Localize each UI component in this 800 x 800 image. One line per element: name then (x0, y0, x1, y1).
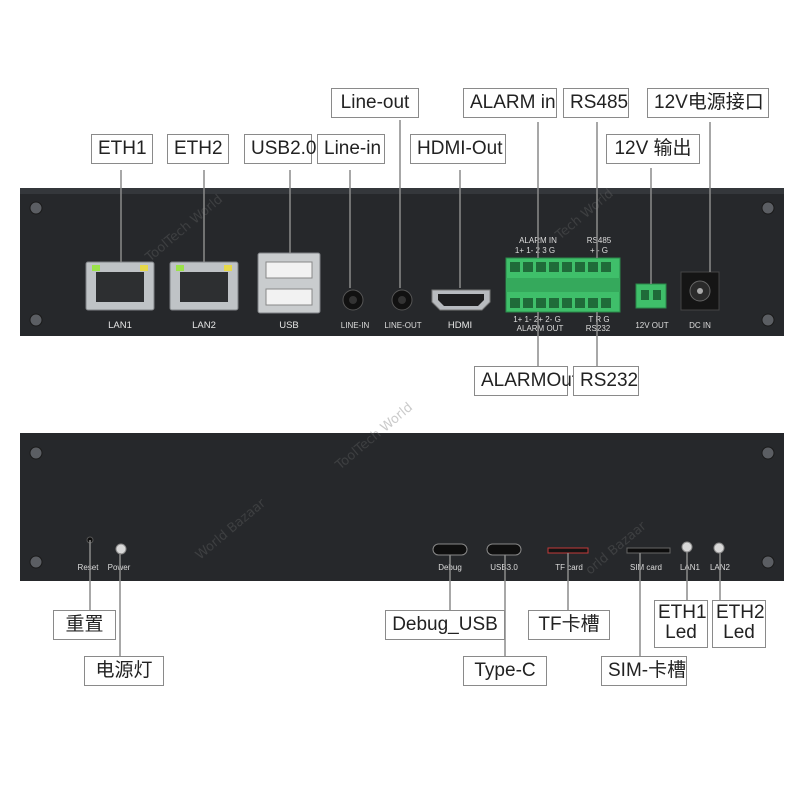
sim-card-slot (626, 547, 671, 554)
tf-card-slot (547, 547, 589, 554)
screw-icon (29, 201, 43, 215)
callout-rs485: RS485 (563, 88, 629, 118)
callout-type-c: Type-C (463, 656, 547, 686)
screw-icon (29, 555, 43, 569)
screw-icon (761, 446, 775, 460)
callout-usb20: USB2.0 (244, 134, 316, 164)
led-icon (92, 265, 100, 271)
callout-eth2-led: ETH2 Led (712, 600, 766, 648)
line-in-jack: LINE-IN (341, 289, 370, 330)
lan1-port: LAN1 (85, 261, 155, 331)
hdmi-label: HDMI (448, 320, 472, 331)
callout-eth1: ETH1 (91, 134, 153, 164)
alarm-in-pins: 1+ 1- 2 3 G (515, 246, 555, 255)
bottom-panel-body (20, 433, 784, 581)
12v-out-port: 12V OUT (635, 283, 669, 330)
rs485-pins: + - G (590, 246, 608, 255)
lan1-led-label: LAN1 (680, 563, 701, 572)
callout-tf-slot: TF卡槽 (528, 610, 610, 640)
lan2-port: LAN2 (169, 261, 239, 331)
callout-eth1-led: ETH1 Led (654, 600, 708, 648)
dc-in-label: DC IN (689, 321, 711, 330)
callout-eth1-led-line2: Led (665, 621, 697, 643)
rs485-label: RS485 (587, 236, 612, 245)
line-in-label: LINE-IN (341, 321, 370, 330)
power-led-icon (115, 543, 127, 555)
sim-card-label: SIM card (630, 563, 662, 572)
dc-in-port: DC IN (680, 271, 720, 330)
callout-hdmi-out: HDMI-Out (410, 134, 506, 164)
callout-alarm-in: ALARM in (463, 88, 557, 118)
led-icon (224, 265, 232, 271)
callout-line-in: Line-in (317, 134, 385, 164)
12v-out-label: 12V OUT (635, 321, 668, 330)
top-rear-panel: LAN1 LAN2 USB LINE-IN LINE-OUT (20, 186, 784, 336)
led-icon (176, 265, 184, 271)
debug-typec-port (432, 543, 468, 556)
callout-debug-usb: Debug_USB (385, 610, 505, 640)
callout-alarm-out: ALARMOut (474, 366, 577, 396)
led-icon (140, 265, 148, 271)
screw-icon (29, 446, 43, 460)
callout-eth2-led-line2: Led (723, 621, 755, 643)
lan1-label: LAN1 (108, 320, 132, 331)
line-out-jack: LINE-OUT (384, 289, 422, 330)
alarm-out-label: ALARM OUT (517, 324, 564, 333)
callout-eth1-led-line1: ETH1 (658, 602, 707, 623)
rs232-label: RS232 (586, 324, 611, 333)
callout-reset: 重置 (53, 610, 116, 640)
screw-icon (761, 201, 775, 215)
rs232-pins: T R G (588, 315, 609, 324)
callout-rs232: RS232 (573, 366, 639, 396)
screw-icon (761, 555, 775, 569)
bottom-screws (29, 446, 775, 569)
usb30-typec-port (486, 543, 522, 556)
lan2-led-icon (713, 542, 725, 554)
callout-line-out: Line-out (331, 88, 419, 118)
callout-sim-slot: SIM-卡槽 (601, 656, 687, 686)
lan2-label: LAN2 (192, 320, 216, 331)
tf-card-label: TF card (555, 563, 583, 572)
lan1-led-icon (681, 541, 693, 553)
bottom-front-panel: Reset Power Debug USB3.0 TF card SIM car… (20, 400, 784, 581)
hdmi-port: HDMI (431, 289, 491, 331)
screw-icon (761, 313, 775, 327)
power-label: Power (108, 563, 131, 572)
line-out-label: LINE-OUT (384, 321, 421, 330)
callout-eth2-led-line1: ETH2 (716, 602, 765, 623)
screw-icon (29, 313, 43, 327)
reset-label: Reset (78, 563, 100, 572)
alarm-out-pins: 1+ 1- 2+ 2- G (513, 315, 561, 324)
callout-12v-power: 12V电源接口 (647, 88, 769, 118)
leader-lines (89, 120, 721, 656)
callout-eth2: ETH2 (167, 134, 229, 164)
top-screws (29, 201, 775, 327)
callout-12v-out: 12V 输出 (606, 134, 700, 164)
usb-port: USB (257, 252, 321, 331)
usb-label: USB (279, 320, 299, 331)
callout-power-led: 电源灯 (84, 656, 164, 686)
